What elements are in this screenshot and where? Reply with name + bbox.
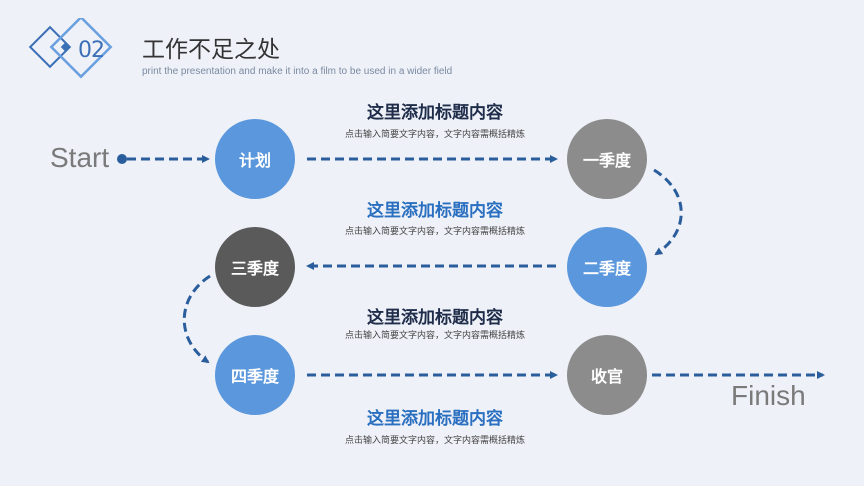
start-label: Start: [50, 142, 110, 173]
node-q3: 三季度: [215, 227, 295, 307]
row-2-desc: 点击输入简要文字内容，文字内容需概括精炼: [344, 227, 525, 237]
node-close: 收官: [567, 335, 647, 415]
page-subtitle: print the presentation and make it into …: [142, 66, 453, 77]
row-3-desc: 点击输入简要文字内容，文字内容需概括精炼: [344, 331, 525, 341]
finish-label: Finish: [731, 380, 806, 411]
row-1-title: 这里添加标题内容: [367, 103, 503, 123]
row-3-title: 这里添加标题内容: [367, 308, 503, 328]
row-4-desc: 点击输入简要文字内容，文字内容需概括精炼: [344, 436, 525, 446]
section-number: 02: [78, 38, 105, 63]
node-plan: 计划: [215, 119, 295, 199]
arrow-q3-to-q4: [182, 274, 211, 364]
node-q1: 一季度: [567, 119, 647, 199]
row-2-title: 这里添加标题内容: [367, 201, 503, 221]
page-title: 工作不足之处: [142, 37, 280, 63]
arrow-q1-to-q2: [653, 168, 683, 256]
diamond-logo-icon: [28, 18, 113, 79]
node-q2: 二季度: [567, 227, 647, 307]
row-1-desc: 点击输入简要文字内容，文字内容需概括精炼: [344, 130, 525, 140]
start-dot-icon: [117, 154, 127, 164]
row-4-title: 这里添加标题内容: [367, 409, 503, 429]
node-q4: 四季度: [215, 335, 295, 415]
